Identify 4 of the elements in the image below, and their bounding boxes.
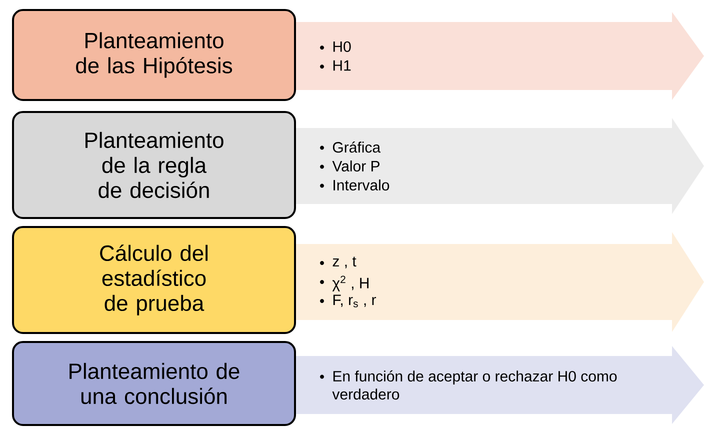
step-box: Planteamiento de una conclusión	[12, 340, 296, 426]
step-box: Cálculo del estadístico de prueba	[12, 226, 296, 334]
step-box: Planteamiento de las Hipótesis	[12, 9, 296, 101]
step-box: Planteamiento de la regla de decisión	[12, 111, 296, 219]
